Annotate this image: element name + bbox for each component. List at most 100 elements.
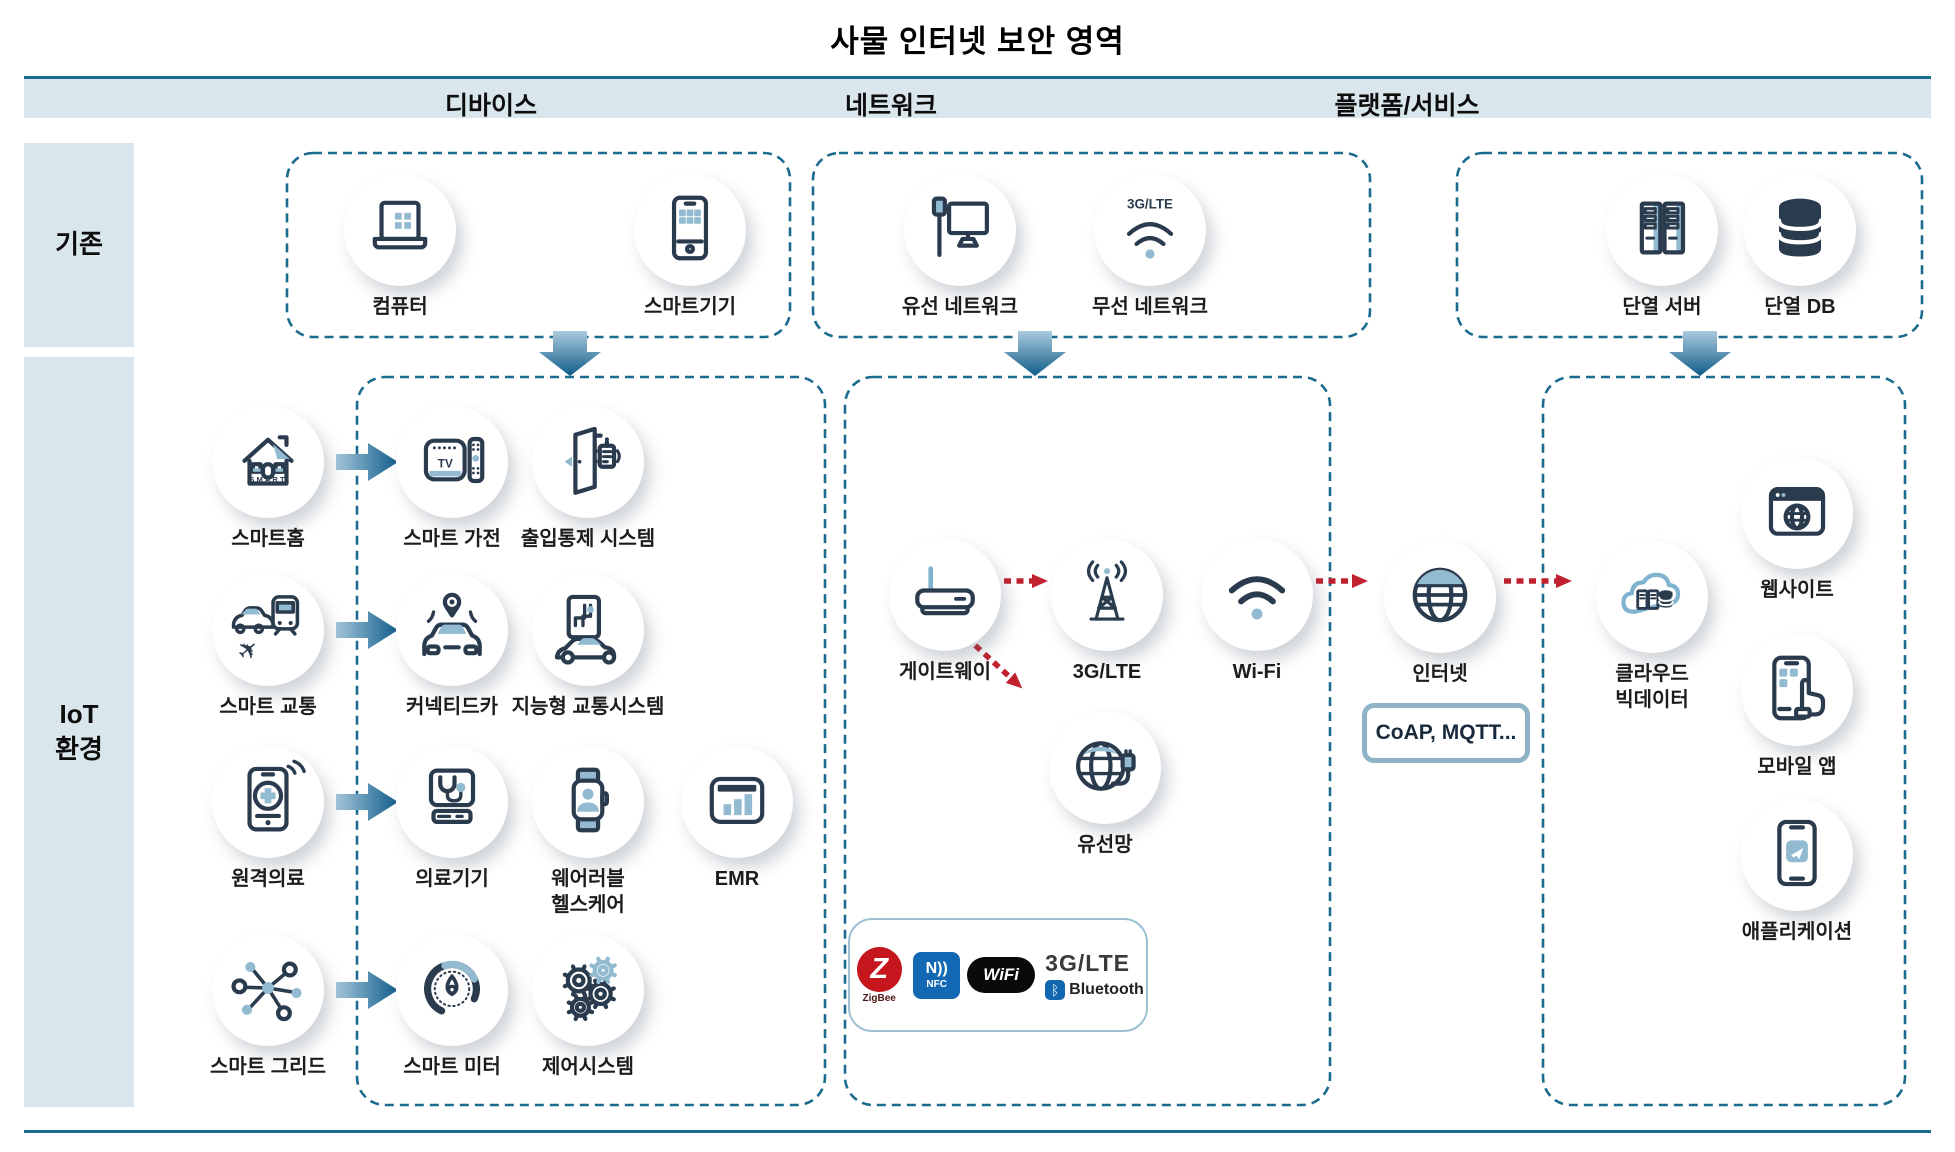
laptop-icon: [358, 186, 442, 275]
router-icon: [903, 551, 987, 640]
zigbee-logo: Z ZigBee: [852, 946, 906, 1004]
smart-transport-arrow-icon: [336, 611, 398, 649]
zigbee-icon: Z: [856, 946, 902, 992]
column-header-device: 디바이스: [444, 92, 537, 120]
cellular-bluetooth-group: 3G/LTE ᛒ Bluetooth: [1045, 950, 1144, 1000]
gateway-to-wired-wan-arrow-icon: [964, 634, 1023, 689]
traffic-sign-car-icon: [546, 586, 630, 675]
node-label: 유선 네트워크: [902, 296, 1018, 318]
smart-home-circle: SMART: [212, 406, 324, 518]
app-phone-icon: [1755, 811, 1839, 900]
node-smart-grid: 스마트 그리드: [163, 934, 373, 1080]
node-label: 원격의료: [231, 868, 305, 890]
gateway-circle: [889, 539, 1001, 651]
node-label: 애플리케이션: [1741, 921, 1853, 943]
platform-down-arrow-icon: [1669, 331, 1731, 376]
nfc-label: NFC: [926, 978, 947, 990]
smart-transport-circle: ✈: [212, 574, 324, 686]
intelligent-transport-circle: [532, 574, 644, 686]
platform-iot-box: [1541, 375, 1907, 1107]
network-down-arrow-icon: [1004, 331, 1066, 376]
computer-circle: [344, 174, 456, 286]
column-header-network: 네트워크: [844, 92, 937, 120]
smartwatch-icon: [546, 758, 630, 847]
node-gateway: 게이트웨이: [840, 539, 1050, 685]
cellular-label: 3G/LTE: [1045, 950, 1130, 976]
node-medical-device: 의료기기: [347, 746, 557, 892]
node-single-server: 단열 서버: [1557, 174, 1767, 320]
node-label: 컴퓨터: [372, 296, 428, 318]
node-smart-transport: ✈스마트 교통: [163, 574, 373, 720]
emr-circle: [681, 746, 793, 858]
row-header-iot: IoT 환경: [24, 357, 134, 1107]
node-smart-home: SMART 스마트홈: [163, 406, 373, 552]
node-wifi: Wi-Fi: [1152, 539, 1362, 685]
smart-meter-circle: [396, 934, 508, 1046]
bottom-rule: [24, 1130, 1931, 1133]
wired-wan-circle: [1049, 712, 1161, 824]
chart-tablet-icon: [695, 758, 779, 847]
browser-globe-icon: [1755, 469, 1839, 558]
globe-plug-icon: [1063, 724, 1147, 813]
connected-car-circle: [396, 574, 508, 686]
column-header-platform: 플랫폼/서비스: [1334, 92, 1480, 120]
medical-monitor-icon: [410, 758, 494, 847]
smartphone-icon: [648, 186, 732, 275]
node-label: 모바일 앱: [1757, 756, 1837, 778]
cellular-circle: [1051, 539, 1163, 651]
telemedicine-arrow-icon: [336, 783, 398, 821]
gears-icon: [546, 946, 630, 1035]
smart-home-arrow-icon: [336, 443, 398, 481]
node-label: 인터넷: [1412, 663, 1468, 685]
wireless-network-circle: 3G/LTE: [1094, 174, 1206, 286]
cloud-bigdata-circle: [1596, 541, 1708, 653]
node-label: 스마트 미터: [403, 1056, 501, 1078]
svg-text:TV: TV: [438, 457, 453, 470]
antenna-icon: [1065, 551, 1149, 640]
device-legacy-box: [285, 151, 792, 339]
wearable-circle: [532, 746, 644, 858]
svg-text:✈: ✈: [231, 632, 265, 667]
bluetooth-label: Bluetooth: [1069, 981, 1144, 998]
svg-text:SMART: SMART: [249, 475, 286, 484]
wireless-network-icon: 3G/LTE: [1108, 186, 1192, 275]
zigbee-label: ZigBee: [862, 992, 896, 1004]
node-telemedicine: 원격의료: [163, 746, 373, 892]
smart-grid-arrow-icon: [336, 971, 398, 1009]
node-label: 웨어러블 헬스케어: [551, 868, 625, 916]
single-db-circle: [1744, 174, 1856, 286]
category-arrows: [336, 443, 398, 1009]
smart-grid-circle: [212, 934, 324, 1046]
node-label: 웹사이트: [1760, 579, 1834, 601]
control-system-circle: [532, 934, 644, 1046]
node-smart-meter: 스마트 미터: [347, 934, 557, 1080]
node-internet: 인터넷: [1335, 541, 1545, 687]
door-access-icon: [546, 418, 630, 507]
node-label: 유선망: [1077, 834, 1133, 856]
nfc-icon: N)): [925, 959, 948, 977]
device-down-arrow-icon: [539, 331, 601, 376]
cloud-server-icon: [1610, 553, 1694, 642]
node-label: 클라우드 빅데이터: [1615, 663, 1689, 711]
gauge-icon: [410, 946, 494, 1035]
node-label: 지능형 교통시스템: [511, 696, 665, 718]
bluetooth-logo: ᛒ Bluetooth: [1045, 980, 1144, 1000]
node-wearable: 웨어러블 헬스케어: [483, 746, 693, 918]
node-label: 단열 DB: [1764, 296, 1836, 318]
node-mobile-app: 모바일 앱: [1692, 634, 1902, 780]
smart-grid-icon: [226, 946, 310, 1035]
node-control-system: 제어시스템: [483, 934, 693, 1080]
wired-network-icon: [918, 186, 1002, 275]
transport-icon: ✈: [226, 586, 310, 675]
svg-text:3G/LTE: 3G/LTE: [1127, 196, 1173, 211]
single-server-circle: [1606, 174, 1718, 286]
node-computer: 컴퓨터: [295, 174, 505, 320]
database-icon: [1758, 186, 1842, 275]
node-smart-device: 스마트기기: [585, 174, 795, 320]
node-wired-network: 유선 네트워크: [855, 174, 1065, 320]
node-access-control: 출입통제 시스템: [483, 406, 693, 552]
node-label: 스마트홈: [231, 528, 305, 550]
row-header-legacy: 기존: [24, 143, 134, 347]
